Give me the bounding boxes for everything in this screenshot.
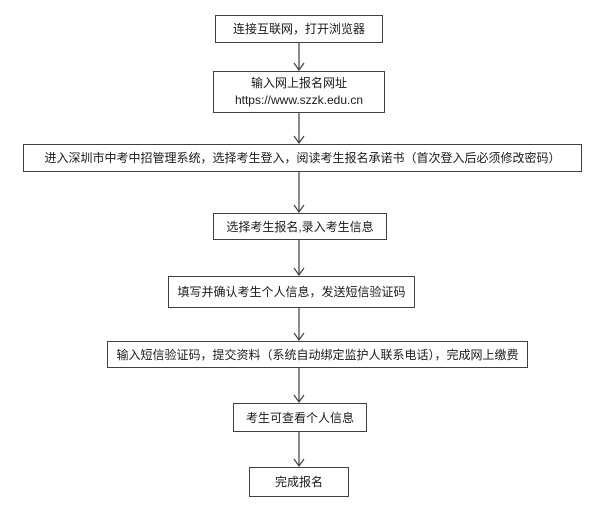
- flow-step-label: 输入网上报名网址: [250, 76, 347, 90]
- flow-step-label: 选择考生报名,录入考生信息: [226, 219, 374, 234]
- flow-arrow: [293, 308, 305, 342]
- flow-step-view-info: 考生可查看个人信息: [233, 403, 367, 432]
- flow-step-complete: 完成报名: [249, 467, 349, 497]
- flow-step-submit-pay: 输入短信验证码，提交资料（系统自动绑定监护人联系电话），完成网上缴费: [107, 341, 528, 368]
- flow-step-label: 输入短信验证码，提交资料（系统自动绑定监护人联系电话），完成网上缴费: [116, 347, 519, 362]
- flow-arrow: [293, 43, 305, 72]
- flow-step-select-register: 选择考生报名,录入考生信息: [213, 213, 387, 240]
- flow-arrow: [293, 368, 305, 404]
- registration-url: https://www.szzk.edu.cn: [234, 93, 364, 107]
- flow-step-login-system: 进入深圳市中考中招管理系统，选择考生登入，阅读考生报名承诺书（首次登入后必须修改…: [23, 144, 582, 172]
- flow-step-enter-url: 输入网上报名网址 https://www.szzk.edu.cn: [213, 71, 385, 113]
- flow-step-label: 进入深圳市中考中招管理系统，选择考生登入，阅读考生报名承诺书（首次登入后必须修改…: [44, 151, 561, 165]
- flow-arrow: [293, 113, 305, 145]
- flow-step-label: 填写并确认考生个人信息，发送短信验证码: [177, 285, 406, 299]
- flow-arrow: [293, 432, 305, 468]
- flow-step-fill-confirm: 填写并确认考生个人信息，发送短信验证码: [168, 276, 415, 308]
- flow-arrow: [293, 240, 305, 277]
- flow-step-label: 考生可查看个人信息: [245, 410, 354, 425]
- flow-step-label: 完成报名: [274, 475, 323, 489]
- flow-arrow: [293, 172, 305, 214]
- flow-step-label: 连接互联网，打开浏览器: [232, 22, 365, 36]
- flow-step-open-browser: 连接互联网，打开浏览器: [215, 15, 383, 43]
